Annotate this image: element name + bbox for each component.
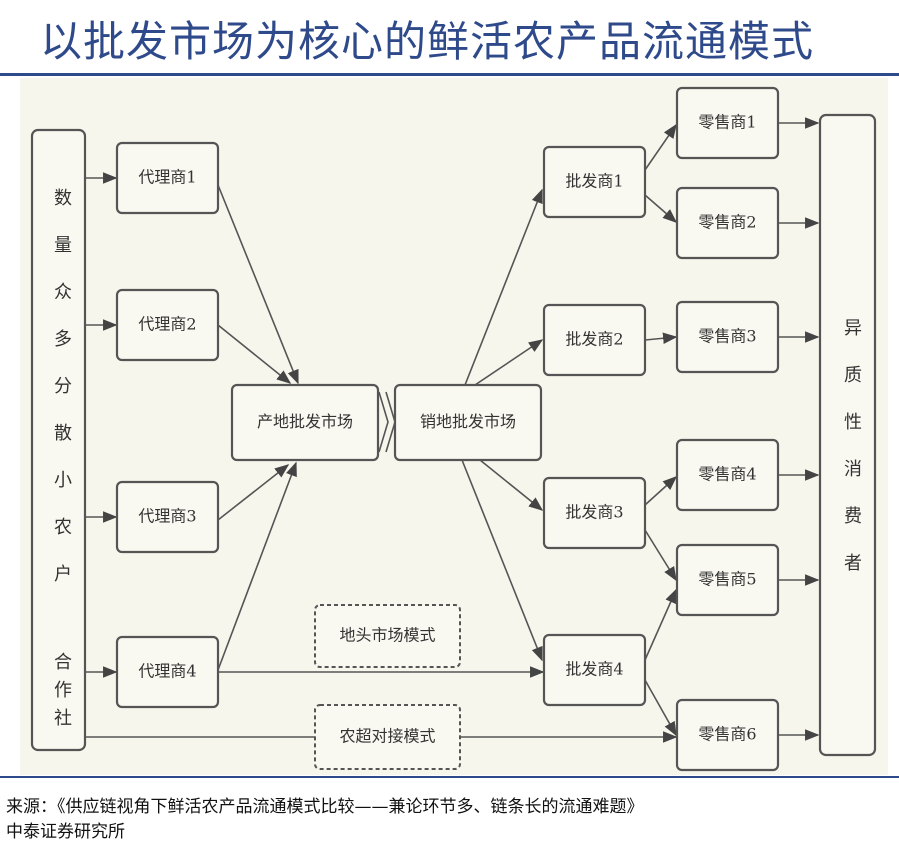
wholesaler-4-label: 批发商4 <box>565 660 623 679</box>
wholesaler-1-box <box>542 145 647 219</box>
agent-4-label: 代理商4 <box>138 662 196 681</box>
wholesaler-4-box <box>542 633 647 707</box>
dest-market-label: 销地批发市场 <box>420 412 516 431</box>
flow-arrow <box>644 588 677 661</box>
agent-3-box <box>115 480 220 554</box>
flow-arrow <box>644 332 678 344</box>
flow-arrow <box>644 679 677 737</box>
retailer-2-box <box>675 186 780 260</box>
retailer-1-label: 零售商1 <box>698 113 756 132</box>
page-title: 以批发市场为核心的鲜活农产品流通模式 <box>40 17 815 66</box>
agent-1-box <box>115 141 220 215</box>
flow-arrow <box>479 459 544 511</box>
wholesaler-3-box <box>542 476 647 550</box>
retailer-4-label: 零售商4 <box>698 465 756 484</box>
farm-supermarket-mode-box <box>314 704 461 770</box>
field-market-mode-label: 地头市场模式 <box>339 626 435 645</box>
source-note: 来源：《供应链视角下鲜活农产品流通模式比较——兼论环节多、链条长的流通难题》 中… <box>6 795 644 845</box>
flow-arrow <box>644 194 678 223</box>
origin-market-label: 产地批发市场 <box>257 412 353 431</box>
flow-arrow <box>474 339 544 386</box>
agent-3-label: 代理商3 <box>138 507 196 526</box>
title-divider <box>0 73 899 76</box>
flow-arrow <box>644 123 677 171</box>
retailer-3-label: 零售商3 <box>698 327 756 346</box>
flow-arrow <box>217 461 297 671</box>
flow-arrow <box>461 459 543 662</box>
coop-label: 合作社 <box>51 652 72 736</box>
flow-arrow <box>644 476 678 506</box>
wholesaler-1-label: 批发商1 <box>565 172 623 191</box>
origin-market-box <box>230 383 380 462</box>
agent-2-label: 代理商2 <box>138 315 196 334</box>
consumers-label: 异质性消费者 <box>841 318 862 600</box>
farmers-label: 数量众多分散小农户 <box>51 188 72 611</box>
agent-1-label: 代理商1 <box>138 168 196 187</box>
retailer-1-box <box>675 86 780 160</box>
footer-divider <box>0 776 899 778</box>
flow-arrow <box>217 184 299 385</box>
retailer-4-box <box>675 438 780 512</box>
farm-supermarket-mode-label: 农超对接模式 <box>339 727 435 746</box>
agent-4-box <box>115 635 220 709</box>
retailer-2-label: 零售商2 <box>698 213 756 232</box>
flow-arrow <box>464 188 543 386</box>
flow-arrow <box>644 529 677 582</box>
retailer-6-box <box>675 698 780 772</box>
retailer-5-box <box>675 543 780 617</box>
wholesaler-2-label: 批发商2 <box>565 330 623 349</box>
field-market-mode-box <box>314 604 461 668</box>
flow-arrows <box>85 117 820 743</box>
source-line-2: 中泰证券研究所 <box>6 822 125 842</box>
wholesaler-3-label: 批发商3 <box>565 503 623 522</box>
farmers-box <box>30 128 87 752</box>
source-line-1: 来源：《供应链视角下鲜活农产品流通模式比较——兼论环节多、链条长的流通难题》 <box>6 797 644 817</box>
retailer-5-label: 零售商5 <box>698 570 756 589</box>
consumers-box <box>818 113 877 757</box>
flow-arrow <box>217 324 292 384</box>
chevron-arrow-icon <box>378 391 396 453</box>
agent-2-box <box>115 288 220 362</box>
wholesaler-2-box <box>542 303 647 377</box>
flow-arrow <box>217 464 290 521</box>
retailer-6-label: 零售商6 <box>698 725 756 744</box>
retailer-3-box <box>675 300 780 374</box>
